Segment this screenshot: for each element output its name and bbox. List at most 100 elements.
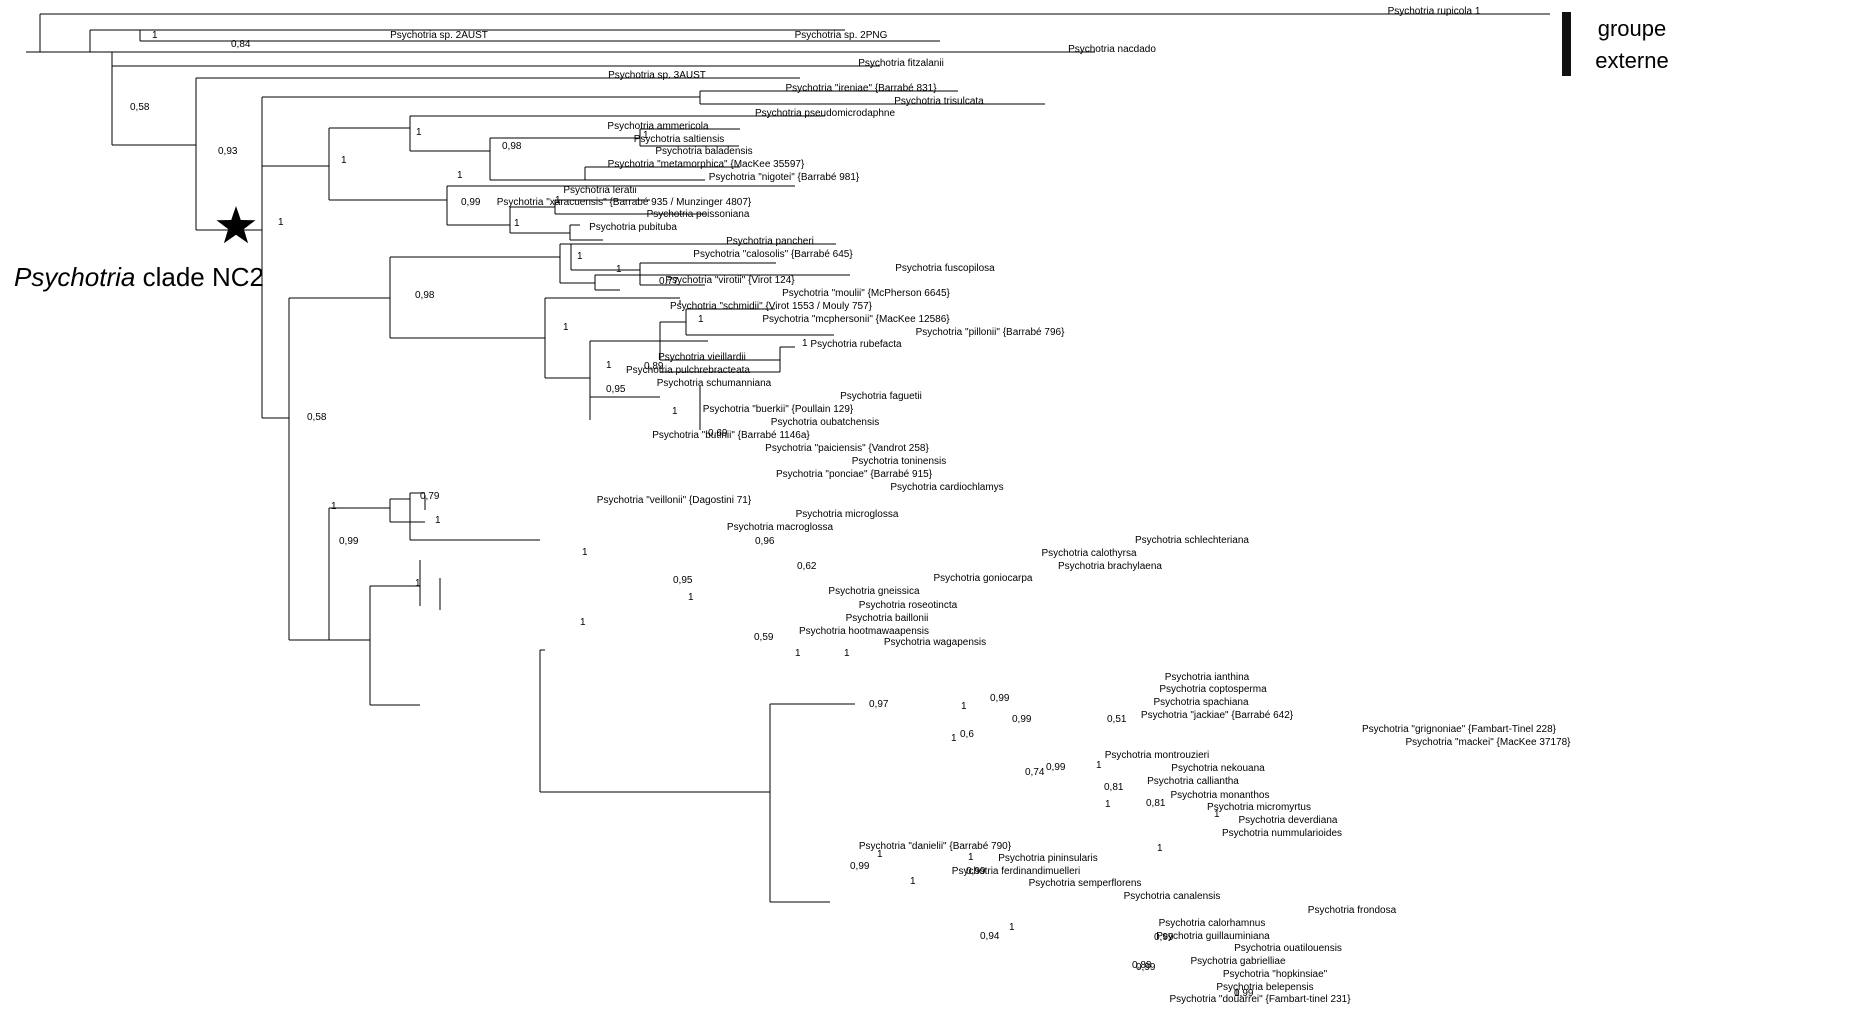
taxon-label: Psychotria "virotii" {Virot 124} bbox=[665, 275, 795, 286]
taxon-label: Psychotria sp. 3AUST bbox=[608, 70, 706, 81]
taxon-label: Psychotria microglossa bbox=[796, 509, 899, 520]
taxon-label: Psychotria calliantha bbox=[1147, 776, 1239, 787]
support-value: 1 bbox=[961, 701, 967, 712]
support-value: 0,99 bbox=[990, 693, 1010, 704]
taxon-label: Psychotria schlechteriana bbox=[1135, 535, 1249, 546]
tree-branches bbox=[26, 13, 1550, 903]
taxon-label: Psychotria cardiochlamys bbox=[890, 482, 1003, 493]
support-value: 0,81 bbox=[1104, 782, 1124, 793]
taxon-label: Psychotria pininsularis bbox=[998, 853, 1098, 864]
taxon-label: Psychotria "veillonii" {Dagostini 71} bbox=[597, 495, 752, 506]
support-value: 0,99 bbox=[1136, 962, 1156, 973]
taxon-label: Psychotria rupicola 1 bbox=[1388, 6, 1481, 17]
taxon-label: Psychotria "moulii" {McPherson 6645} bbox=[782, 288, 950, 299]
taxon-label: Psychotria schumanniana bbox=[657, 378, 772, 389]
support-value: 0,99 bbox=[850, 861, 870, 872]
taxon-label: Psychotria pubituba bbox=[589, 222, 677, 233]
support-value: 1 bbox=[672, 406, 678, 417]
taxon-label: Psychotria fitzalanii bbox=[858, 58, 944, 69]
support-value: 0,95 bbox=[606, 384, 626, 395]
support-value: 1 bbox=[951, 733, 957, 744]
taxon-label: Psychotria frondosa bbox=[1308, 905, 1397, 916]
support-value: 0,99 bbox=[1046, 762, 1066, 773]
taxon-label: Psychotria ianthina bbox=[1165, 672, 1250, 683]
support-value: 1 bbox=[643, 130, 649, 141]
taxon-label: Psychotria "paiciensis" {Vandrot 258} bbox=[765, 443, 929, 454]
taxon-label: Psychotria trisulcata bbox=[894, 96, 984, 107]
support-value: 1 bbox=[1214, 809, 1220, 820]
taxon-label: Psychotria "grignoniae" {Fambart-Tinel 2… bbox=[1362, 724, 1557, 735]
support-value: 1 bbox=[1009, 922, 1015, 933]
support-value: 0,93 bbox=[218, 146, 238, 157]
support-value: 1 bbox=[1105, 799, 1111, 810]
taxon-label: Psychotria sp. 2AUST bbox=[390, 30, 488, 41]
support-value: 0,98 bbox=[502, 141, 522, 152]
support-value: 0,77 bbox=[659, 276, 679, 287]
taxon-label: Psychotria ouatilouensis bbox=[1234, 943, 1342, 954]
support-value: 0,81 bbox=[1146, 798, 1166, 809]
taxon-label: Psychotria pseudomicrodaphne bbox=[755, 108, 896, 119]
taxon-label: Psychotria "schmidii" {Virot 1553 / Moul… bbox=[670, 301, 873, 312]
taxon-label: Psychotria toninensis bbox=[852, 456, 947, 467]
support-value: 1 bbox=[563, 322, 569, 333]
taxon-label: Psychotria roseotincta bbox=[859, 600, 958, 611]
taxon-label: Psychotria "mackei" {MacKee 37178} bbox=[1406, 737, 1572, 748]
taxon-labels: Psychotria rupicola 1 Psychotria sp. 2AUS… bbox=[390, 6, 1571, 1005]
taxon-label: Psychotria ferdinandimuelleri bbox=[952, 866, 1080, 877]
support-value: 1 bbox=[968, 852, 974, 863]
support-value: 1 bbox=[616, 264, 622, 275]
support-value: 0,88 bbox=[1132, 960, 1152, 971]
support-value: 1 bbox=[698, 314, 704, 325]
taxon-label: Psychotria baladensis bbox=[655, 146, 752, 157]
support-value: 1 bbox=[278, 217, 284, 228]
taxon-label: Psychotria "metamorphica" {MacKee 35597} bbox=[608, 159, 805, 170]
taxon-label: Psychotria "nigotei" {Barrabé 981} bbox=[709, 172, 860, 183]
support-value: 0,94 bbox=[980, 931, 1000, 942]
support-value: 1 bbox=[582, 547, 588, 558]
taxon-label: Psychotria belepensis bbox=[1216, 982, 1313, 993]
taxon-label: Psychotria faguetii bbox=[840, 391, 922, 402]
taxon-label: Psychotria "ponciae" {Barrabé 915} bbox=[776, 469, 933, 480]
support-value: 1 bbox=[1157, 843, 1163, 854]
clade-title: Psychotria clade NC2 bbox=[14, 262, 264, 292]
support-value: 0,79 bbox=[420, 491, 440, 502]
support-value: 1 bbox=[844, 648, 850, 659]
support-value: 1 bbox=[555, 195, 561, 206]
support-value: 0,99 bbox=[461, 197, 481, 208]
taxon-label: Psychotria baillonii bbox=[846, 613, 929, 624]
support-value: 1 bbox=[1234, 988, 1240, 999]
taxon-label: Psychotria montrouzieri bbox=[1105, 750, 1209, 761]
taxon-label: Psychotria gneissica bbox=[828, 586, 920, 597]
outgroup-label-line2: externe bbox=[1595, 48, 1668, 73]
support-value: 0,69 bbox=[708, 428, 728, 439]
taxon-label: Psychotria gabrielliae bbox=[1190, 956, 1285, 967]
taxon-label: Psychotria deverdiana bbox=[1239, 815, 1338, 826]
taxon-label: Psychotria oubatchensis bbox=[771, 417, 879, 428]
taxon-label: Psychotria goniocarpa bbox=[934, 573, 1033, 584]
taxon-label: Psychotria spachiana bbox=[1153, 697, 1248, 708]
support-value: 1 bbox=[416, 127, 422, 138]
outgroup-label-line1: groupe bbox=[1598, 16, 1667, 41]
taxon-label: Psychotria rubefacta bbox=[810, 339, 902, 350]
taxon-label: Psychotria monanthos bbox=[1171, 790, 1270, 801]
taxon-label: Psychotria nekouana bbox=[1171, 763, 1265, 774]
taxon-label: Psychotria micromyrtus bbox=[1207, 802, 1311, 813]
taxon-label: Psychotria nummularioides bbox=[1222, 828, 1342, 839]
taxon-label: Psychotria sp. 2PNG bbox=[795, 30, 888, 41]
support-value: 0,51 bbox=[1107, 714, 1127, 725]
support-value: 1 bbox=[802, 338, 808, 349]
taxon-label: Psychotria "mcphersonii" {MacKee 12586} bbox=[762, 314, 950, 325]
taxon-label: Psychotria "hopkinsiae" bbox=[1223, 969, 1328, 980]
support-value: 1 bbox=[331, 501, 337, 512]
taxon-label: Psychotria pulchrebracteata bbox=[626, 365, 750, 376]
support-value: 0,99 bbox=[966, 866, 986, 877]
support-value: 1 bbox=[435, 515, 441, 526]
clade-title-genus: Psychotria bbox=[14, 262, 135, 292]
support-value: 0,96 bbox=[755, 536, 775, 547]
support-value: 0,58 bbox=[130, 102, 150, 113]
support-value: 0,99 bbox=[339, 536, 359, 547]
support-value: 1 bbox=[910, 876, 916, 887]
taxon-label: Psychotria macroglossa bbox=[727, 522, 834, 533]
taxon-label: Psychotria calothyrsa bbox=[1041, 548, 1136, 559]
